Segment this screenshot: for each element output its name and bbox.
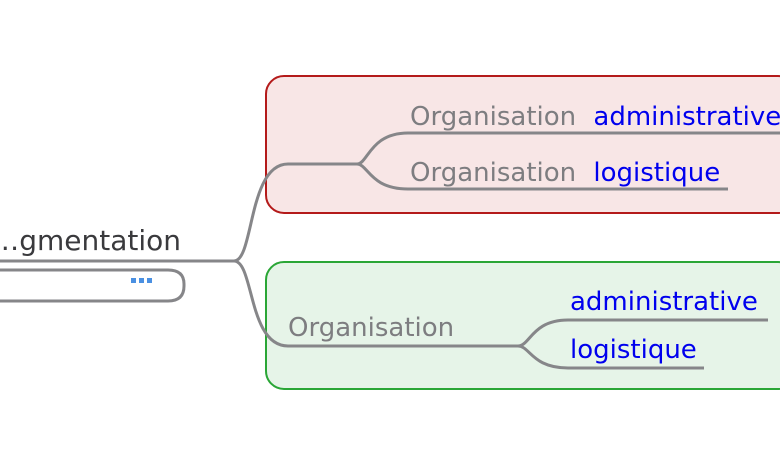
- group2-parent-label[interactable]: Organisation: [288, 313, 454, 343]
- group1-item-2[interactable]: Organisation logistique: [410, 158, 720, 188]
- branch-connector-group2: [233, 259, 289, 348]
- group1-item-1[interactable]: Organisation administrative: [410, 102, 780, 132]
- connector-g1-item2: [356, 162, 728, 191]
- root-node-frame: [0, 268, 186, 303]
- group1-item-2-text: Organisation: [410, 158, 576, 188]
- root-node-label: …gmentation: [0, 224, 181, 257]
- group1-item-1-text: Organisation: [410, 102, 576, 132]
- group1-item-2-link[interactable]: logistique: [593, 158, 720, 188]
- group2-child-1-link[interactable]: administrative: [570, 287, 758, 317]
- group1-item-1-link[interactable]: administrative: [593, 102, 780, 132]
- connector-g2-child1: [517, 318, 768, 348]
- group-box-red: [265, 75, 780, 214]
- group2-child-2-link[interactable]: logistique: [570, 335, 697, 365]
- ellipsis-icon[interactable]: [131, 278, 152, 283]
- connector-g2-child2: [517, 344, 704, 370]
- root-node[interactable]: …gmentation: [0, 224, 186, 303]
- connector-g1-item1: [356, 131, 780, 166]
- branch-connector-group1: [233, 162, 357, 263]
- group-box-green: [265, 261, 780, 390]
